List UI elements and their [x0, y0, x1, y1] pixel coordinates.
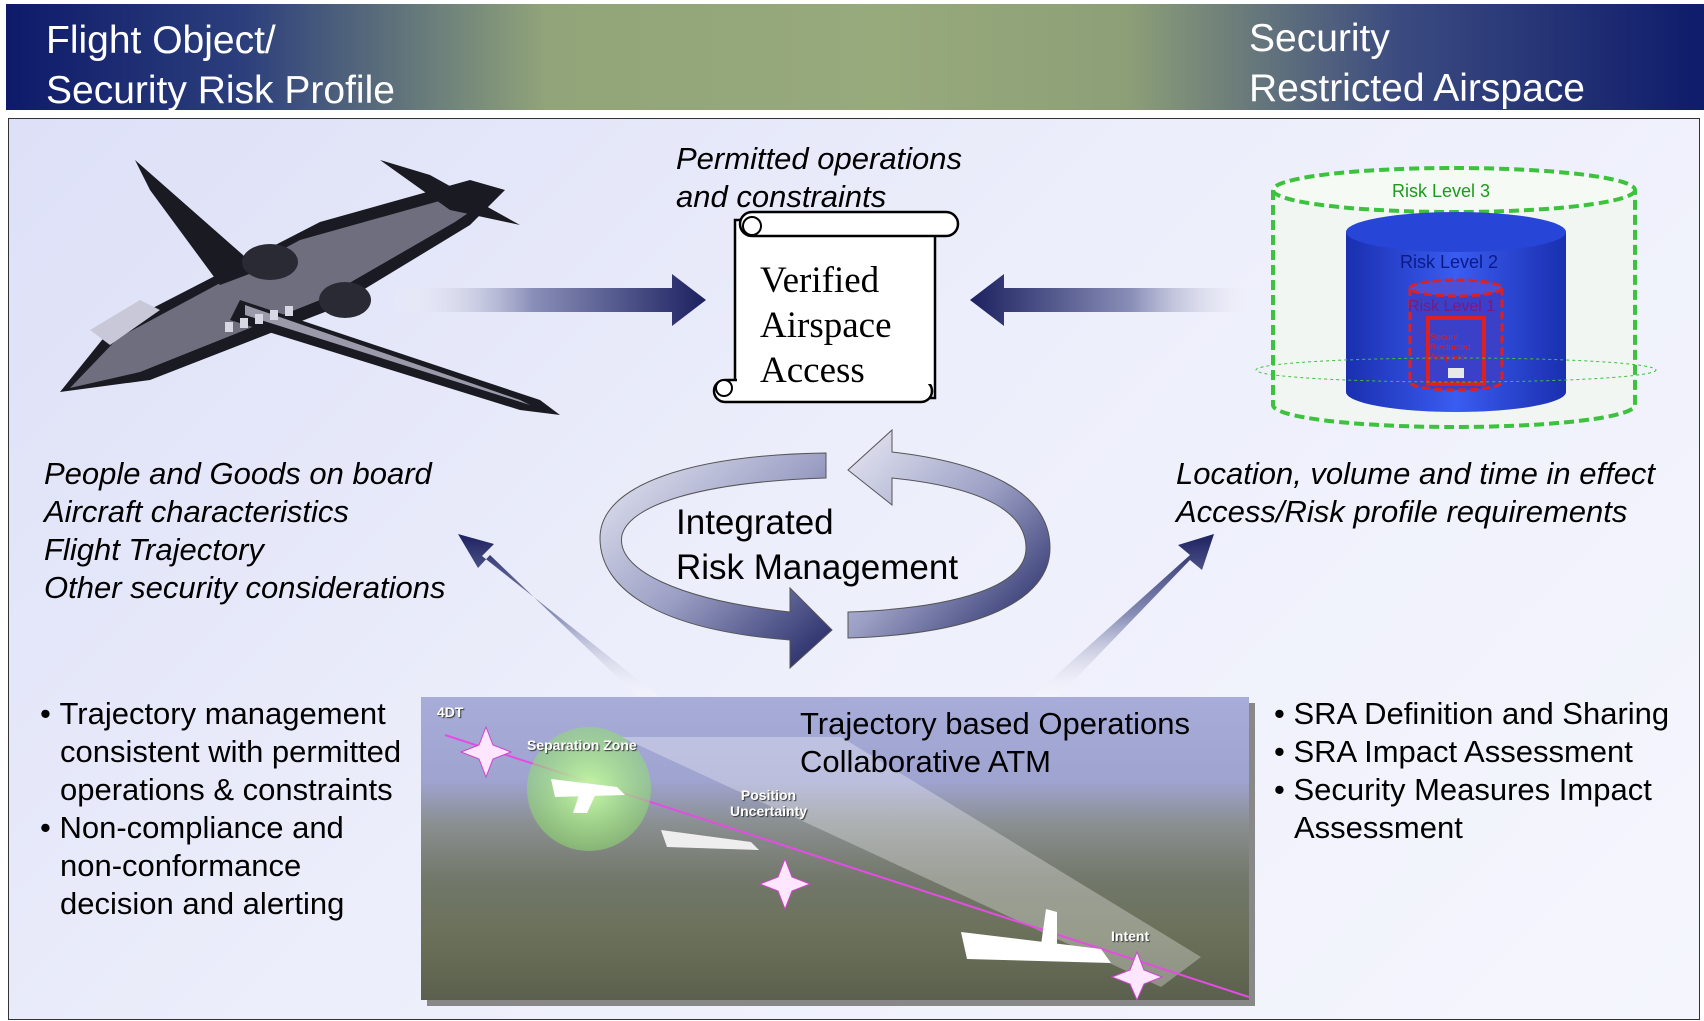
right-title-line1: Security — [1249, 17, 1390, 60]
list-item: Access/Risk profile requirements — [1176, 494, 1628, 529]
arrow-from-sra — [970, 274, 1265, 326]
sra-inner-line3: Airspace — [1430, 352, 1466, 362]
bullet-text: Non-compliance and — [59, 810, 344, 845]
bullet-continuation: Assessment — [1294, 810, 1463, 845]
scroll-line2: Airspace — [760, 305, 892, 346]
photo-title-line2: Collaborative ATM — [800, 744, 1051, 779]
integrated-risk-management: Integrated Risk Management — [676, 500, 958, 590]
sra-inner-line1: Secure — [1430, 332, 1459, 342]
bullet-continuation: operations & constraints — [60, 772, 393, 807]
secure-restricted-airspace-label: Secure Restricted Airspace — [1430, 332, 1471, 362]
bullet-continuation: decision and alerting — [60, 886, 345, 921]
scroll-line3: Access — [760, 350, 865, 391]
bullet-item: • SRA Definition and Sharing — [1274, 696, 1670, 731]
scroll-document — [712, 210, 960, 404]
list-item: Location, volume and time in effect — [1176, 456, 1656, 491]
left-title: Flight Object/ Security Risk Profile — [46, 16, 395, 116]
label-position-line1: Position — [740, 787, 797, 803]
list-item: Other security considerations — [44, 570, 446, 605]
verified-airspace-access: Verified Airspace Access — [760, 258, 892, 393]
photo-title-line1: Trajectory based Operations — [800, 706, 1190, 741]
bullet-continuation: non-conformance — [60, 848, 302, 883]
arrow-up-right — [1032, 534, 1214, 697]
bullet-item: • Non-compliance and — [40, 810, 344, 845]
list-item: People and Goods on board — [44, 456, 432, 491]
label-separation-zone: Separation Zone — [527, 737, 637, 753]
bullet-item: • SRA Impact Assessment — [1274, 734, 1633, 769]
sra-bullets: • SRA Definition and Sharing • SRA Impac… — [1274, 695, 1669, 847]
risk-level-3-label: Risk Level 3 — [1392, 181, 1491, 201]
bullet-text: SRA Definition and Sharing — [1293, 696, 1670, 731]
jet-illustration — [60, 160, 560, 415]
right-title-line2: Restricted Airspace — [1249, 67, 1585, 110]
bullet-item: • Security Measures Impact — [1274, 772, 1652, 807]
trajectory-overlay — [444, 725, 1249, 1000]
cycle-line2: Risk Management — [676, 548, 959, 587]
left-title-line2: Security Risk Profile — [46, 69, 395, 112]
sra-cylinders — [1255, 166, 1657, 429]
cycle-line1: Integrated — [676, 503, 834, 542]
bullet-text: Security Measures Impact — [1293, 772, 1652, 807]
label-4dt: 4DT — [437, 704, 464, 720]
title-bar — [6, 4, 1704, 110]
scroll-caption-line1: Permitted operations — [676, 141, 963, 176]
sra-inner-line2: Restricted — [1430, 342, 1471, 352]
bullet-text: SRA Impact Assessment — [1293, 734, 1633, 769]
arrow-to-scroll — [390, 274, 706, 326]
left-title-line1: Flight Object/ — [46, 19, 276, 62]
scroll-caption: Permitted operations and constraints — [676, 140, 962, 216]
list-item: Aircraft characteristics — [44, 494, 349, 529]
label-position-uncertainty: Position Uncertainty — [730, 787, 807, 819]
flight-object-list: People and Goods on board Aircraft chara… — [44, 455, 445, 607]
scroll-caption-line2: and constraints — [676, 179, 887, 214]
photo-title: Trajectory based Operations Collaborativ… — [800, 705, 1190, 781]
bullet-text: Trajectory management — [59, 696, 386, 731]
list-item: Flight Trajectory — [44, 532, 264, 567]
cycle-arrows — [599, 428, 1051, 670]
arrow-up-left — [458, 534, 660, 697]
risk-level-2-label: Risk Level 2 — [1400, 252, 1499, 272]
right-title: Security Restricted Airspace — [1249, 14, 1585, 114]
label-position-line2: Uncertainty — [730, 803, 808, 819]
label-intent: Intent — [1111, 928, 1150, 944]
bullet-item: • Trajectory management — [40, 696, 386, 731]
sra-properties-list: Location, volume and time in effect Acce… — [1176, 455, 1655, 531]
bullet-continuation: consistent with permitted — [60, 734, 402, 769]
scroll-line1: Verified — [760, 260, 880, 301]
risk-level-1-label: Risk Level 1 — [1408, 298, 1496, 315]
trajectory-bullets: • Trajectory management consistent with … — [40, 695, 401, 923]
